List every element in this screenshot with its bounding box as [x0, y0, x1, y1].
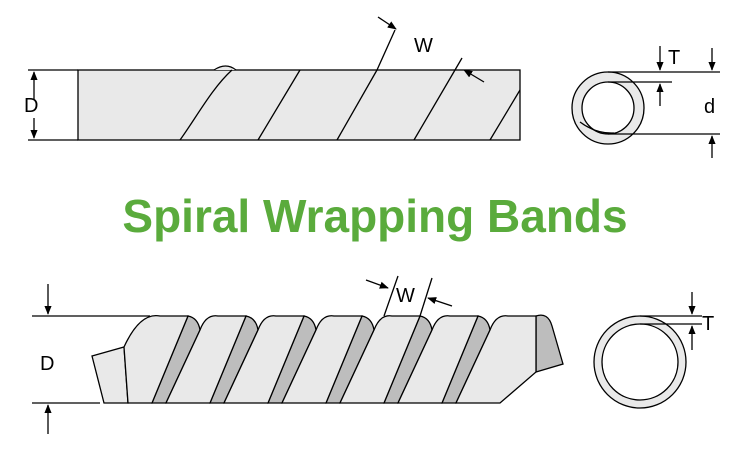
top-spiral-seam	[257, 69, 301, 141]
bottom-side-view	[32, 275, 564, 434]
bottom-band-front-loops	[123, 314, 537, 404]
bottom-end-view	[593, 292, 702, 409]
top-spiral-seam	[179, 69, 233, 141]
top-ring-inner	[581, 81, 635, 135]
top-band-curl	[213, 65, 237, 71]
top-width-label: W	[414, 35, 433, 57]
top-w-arrow-left	[377, 16, 397, 30]
bottom-w-arrow-right	[427, 297, 453, 307]
top-end-view	[571, 46, 720, 158]
bottom-width-label: W	[396, 285, 415, 307]
bottom-ring-inner	[601, 323, 679, 401]
top-thickness-label: T	[668, 47, 680, 69]
top-w-arrow-right	[463, 69, 485, 83]
bottom-w-leader	[419, 277, 433, 317]
bottom-thickness-label: T	[702, 313, 714, 335]
bottom-diameter-label: D	[40, 353, 54, 375]
top-spiral-seam	[413, 69, 456, 141]
top-inner-diameter-label: d	[704, 96, 715, 118]
diagram-title: Spiral Wrapping Bands	[122, 190, 627, 242]
top-w-leader	[376, 29, 396, 71]
bottom-w-leader	[383, 275, 399, 317]
bottom-w-arrow-left	[365, 279, 389, 289]
bottom-band-lead-end	[91, 346, 129, 404]
top-ring-overlap	[579, 121, 615, 134]
top-band-body	[77, 69, 521, 141]
top-spiral-seam	[489, 89, 521, 141]
top-diameter-label: D	[24, 95, 38, 117]
top-side-view	[28, 16, 521, 141]
top-w-leader	[454, 57, 463, 71]
top-spiral-seam	[336, 69, 378, 141]
